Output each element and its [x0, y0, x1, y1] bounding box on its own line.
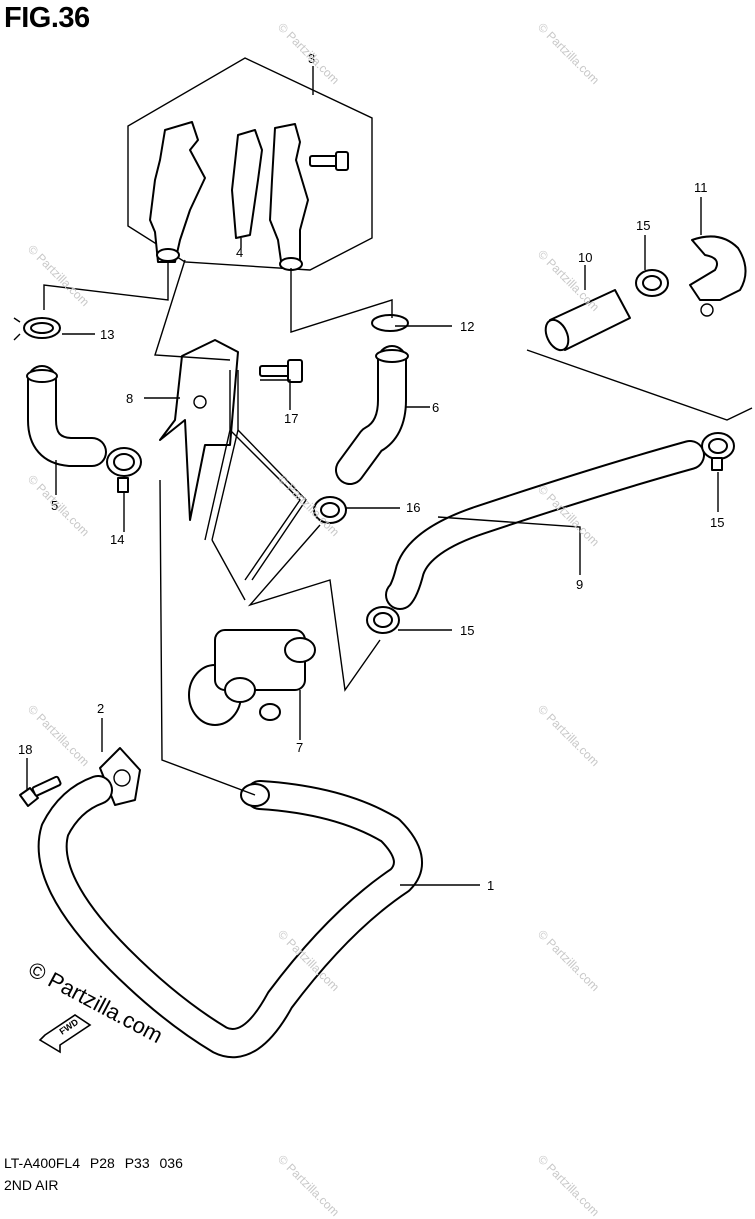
footer-model-code: LT-A400FL4 P28 P33 036 — [4, 1155, 183, 1171]
callout-7: 7 — [296, 740, 303, 755]
air-pipe-tubes — [204, 370, 307, 581]
callout-14: 14 — [110, 532, 124, 547]
callout-6: 6 — [432, 400, 439, 415]
bracket-8 — [159, 339, 239, 521]
leader-lines — [26, 66, 719, 886]
clip-15-right — [701, 432, 735, 471]
callout-15-top: 15 — [636, 218, 650, 233]
bolt-17 — [259, 359, 303, 383]
callout-11: 11 — [694, 180, 708, 195]
footer-section-name: 2ND AIR — [4, 1177, 59, 1193]
clamp-11 — [689, 235, 747, 317]
figure-title: FIG.36 — [4, 2, 90, 34]
forward-arrow-icon: FWD — [38, 1014, 92, 1054]
reed-valve-cover-right — [269, 123, 309, 271]
clip-14 — [106, 447, 142, 493]
hose-6 — [335, 345, 409, 485]
callout-2: 2 — [97, 701, 104, 716]
callout-5: 5 — [51, 498, 58, 513]
callout-10: 10 — [578, 250, 592, 265]
pair-valve-7 — [188, 629, 316, 726]
callout-12: 12 — [460, 319, 474, 334]
callout-15-right: 15 — [710, 515, 724, 530]
pipe-10 — [544, 289, 631, 352]
clip-13 — [13, 317, 61, 341]
callout-9: 9 — [576, 577, 583, 592]
assembly-hexagon-outline — [127, 57, 373, 271]
callout-4: 4 — [236, 245, 243, 260]
callout-1: 1 — [487, 878, 494, 893]
callout-3: 3 — [308, 51, 315, 66]
hose-9 — [385, 440, 705, 610]
clip-15-lower — [366, 606, 400, 634]
reed-valve-plate — [231, 129, 263, 239]
callout-16: 16 — [406, 500, 420, 515]
callout-17: 17 — [284, 411, 298, 426]
hose-5 — [26, 365, 107, 467]
callout-13: 13 — [100, 327, 114, 342]
reed-valve-cover-left — [149, 121, 206, 263]
pipe-1 — [37, 775, 423, 1059]
callout-18: 18 — [18, 742, 32, 757]
clip-12 — [371, 314, 409, 332]
clip-15-top — [635, 269, 669, 297]
callout-8: 8 — [126, 391, 133, 406]
clip-16 — [313, 496, 347, 524]
bolt-18 — [19, 775, 62, 807]
reed-valve-screw — [309, 151, 349, 171]
callout-15-lower: 15 — [460, 623, 474, 638]
assembly-guide-lines — [43, 259, 753, 796]
